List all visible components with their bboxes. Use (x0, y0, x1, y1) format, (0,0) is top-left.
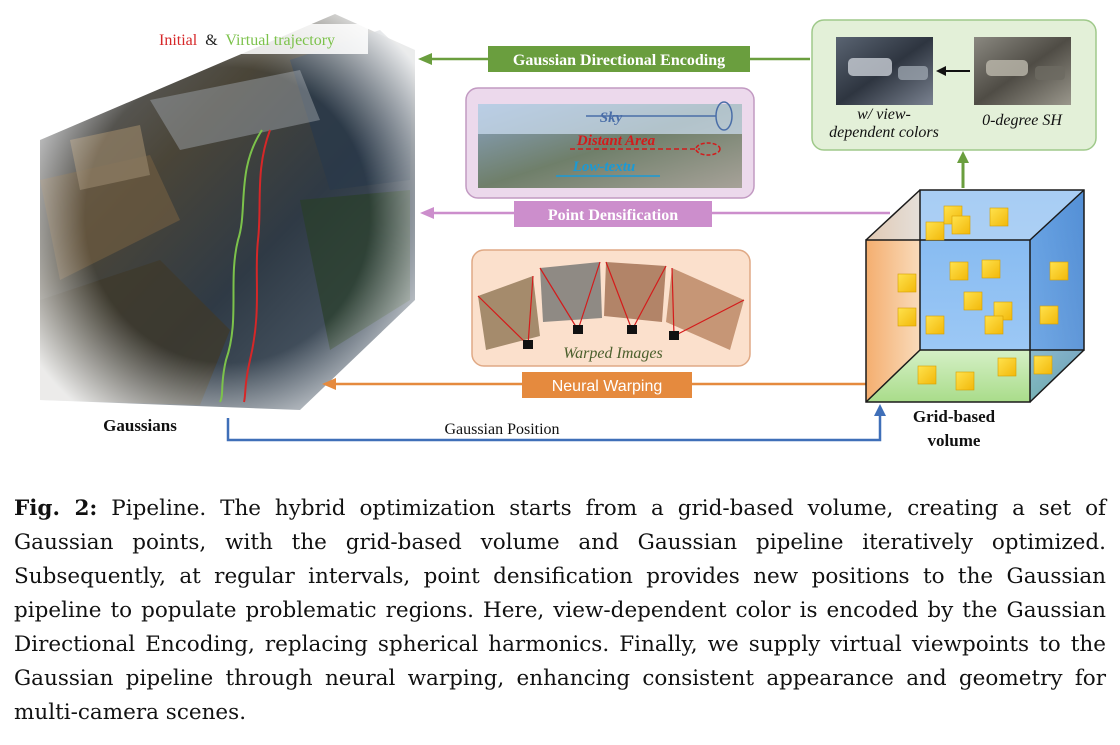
densification-panel: Sky Distant Area Low-textu (465, 87, 755, 199)
warped-image-3 (604, 262, 666, 322)
virtual-trajectory-line (219, 129, 263, 403)
gde-flow: Gaussian Directional Encoding (418, 46, 810, 72)
gde-label: Gaussian Directional Encoding (513, 52, 725, 69)
caption-label: Fig. 2: (14, 496, 98, 521)
distant-area-label: Distant Area (576, 133, 656, 149)
warped-images-caption: Warped Images (563, 345, 662, 362)
grid-volume-label-line1: Grid-based (913, 407, 996, 426)
trajectory-legend: Initial & Virtual trajectory (159, 32, 335, 49)
sky-label: Sky (600, 110, 623, 126)
densification-flow: Point Densification (420, 201, 890, 227)
pipeline-figure: Initial & Virtual trajectory Gaussians G… (30, 10, 1097, 450)
gaussian-position-arrowhead (874, 404, 886, 416)
warping-arrowhead (322, 378, 336, 390)
initial-trajectory-line (243, 129, 271, 403)
legend-initial: Initial (159, 32, 198, 49)
warped-image-2 (540, 262, 602, 322)
cube-to-sh-arrowhead (957, 151, 969, 163)
camera-icon (573, 325, 583, 334)
warping-label-box (522, 372, 692, 398)
sh-replace-arrowhead (936, 66, 946, 76)
zero-degree-sh-caption: 0-degree SH (982, 112, 1063, 129)
warped-images-panel: Warped Images (471, 249, 751, 367)
grid-volume-label-line2: volume (928, 431, 981, 450)
densification-label-box (514, 201, 712, 227)
camera-icon (523, 340, 533, 349)
view-dependent-caption-line1: w/ view- (857, 106, 911, 123)
legend-box (152, 24, 368, 54)
voxel-features (897, 205, 1069, 391)
low-texture-label: Low-textu (572, 159, 636, 175)
view-dependent-caption-line2: dependent colors (829, 124, 939, 141)
camera-frustum-lines (477, 261, 745, 346)
warped-image-1 (478, 276, 540, 350)
gaussian-position-label: Gaussian Position (444, 421, 559, 438)
densification-arrowhead (420, 207, 434, 219)
legend-ampersand: & (205, 32, 218, 49)
grid-volume-cube (865, 189, 1085, 403)
warping-flow: Neural Warping (322, 372, 866, 398)
warping-label: Neural Warping (552, 378, 663, 395)
camera-icon (627, 325, 637, 334)
gaussian-scene-render (30, 10, 425, 420)
gaussian-position-flow: Gaussian Position (226, 404, 886, 442)
gde-arrowhead (418, 53, 432, 65)
gde-label-box (488, 46, 750, 72)
caption-text: Pipeline. The hybrid optimization starts… (14, 496, 1106, 725)
densification-label: Point Densification (548, 207, 678, 224)
figure-caption: Fig. 2: Pipeline. The hybrid optimizatio… (14, 492, 1106, 730)
legend-virtual: Virtual trajectory (225, 32, 335, 49)
gaussians-label: Gaussians (103, 416, 177, 435)
sh-comparison-panel: w/ view- dependent colors 0-degree SH (811, 19, 1097, 151)
camera-icon (669, 331, 679, 340)
